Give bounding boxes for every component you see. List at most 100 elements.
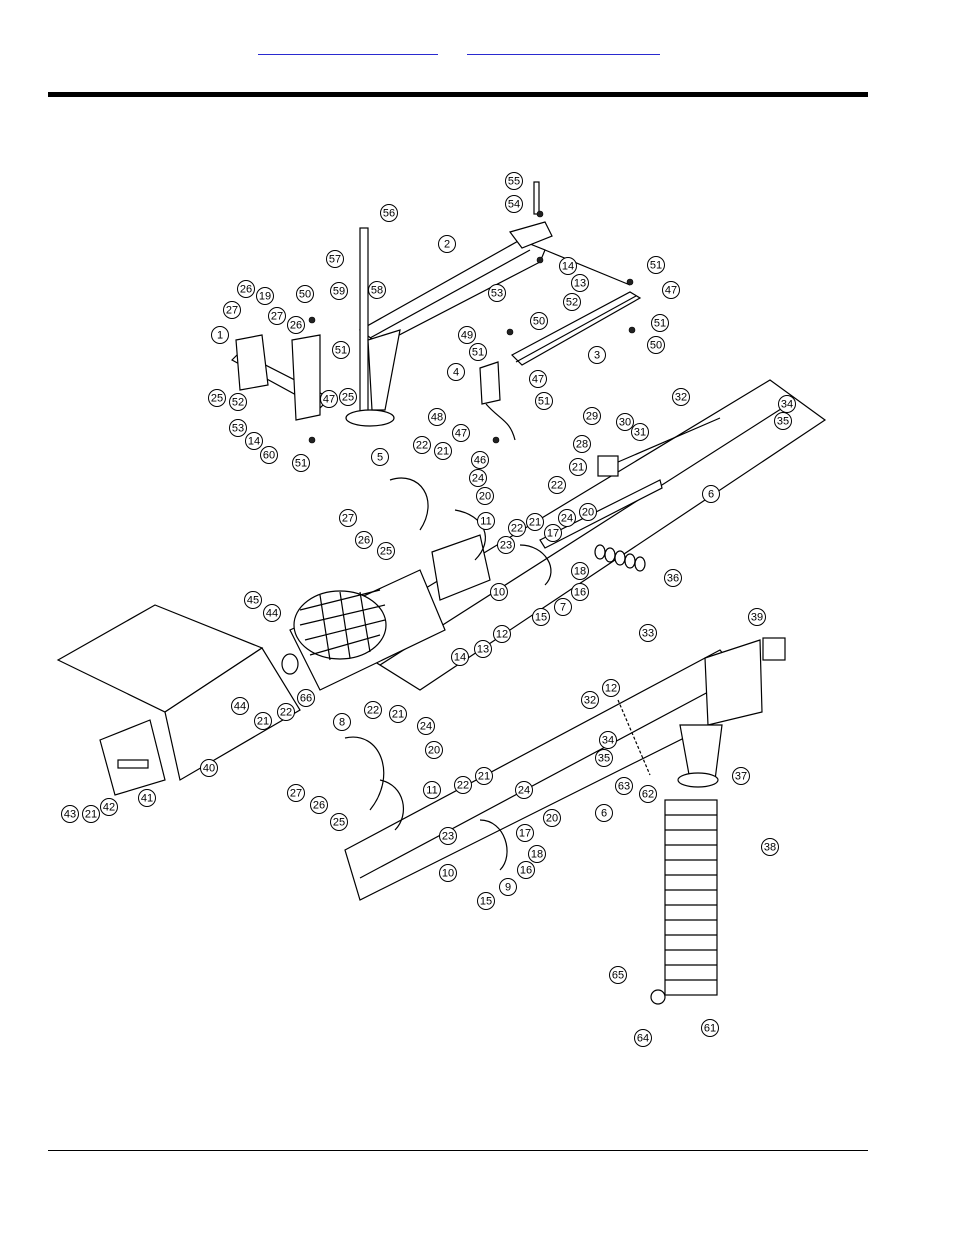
callout-number: 10 — [442, 868, 454, 880]
callout-22: 22 — [548, 476, 566, 494]
callout-38: 38 — [761, 838, 779, 856]
callout-circle — [599, 731, 617, 749]
callout-circle — [662, 281, 680, 299]
callout-25: 25 — [377, 542, 395, 560]
callout-circle — [634, 1029, 652, 1047]
callout-number: 66 — [300, 693, 312, 705]
callout-24: 24 — [558, 509, 576, 527]
callout-6: 6 — [702, 485, 720, 503]
callout-22: 22 — [413, 436, 431, 454]
callout-number: 55 — [508, 176, 520, 188]
callout-21: 21 — [434, 442, 452, 460]
callout-number: 21 — [529, 517, 541, 529]
callout-50: 50 — [530, 312, 548, 330]
callout-circle — [61, 805, 79, 823]
callout-circle — [505, 195, 523, 213]
callout-circle — [569, 458, 587, 476]
callout-number: 11 — [480, 516, 491, 528]
left-upright — [291, 334, 321, 421]
callout-circle — [651, 314, 669, 332]
callout-number: 24 — [472, 473, 484, 485]
callout-circle — [778, 395, 796, 413]
callout-circle — [244, 591, 262, 609]
callout-circle — [245, 432, 263, 450]
callout-circle — [583, 407, 601, 425]
callout-circle — [380, 204, 398, 222]
callout-10: 10 — [490, 583, 508, 601]
callout-circle — [529, 370, 547, 388]
callout-circle — [508, 519, 526, 537]
callout-21: 21 — [526, 513, 544, 531]
bolt-55 — [533, 181, 540, 215]
callout-circle — [452, 424, 470, 442]
clamp-64 — [650, 989, 666, 1005]
callout-28: 28 — [573, 435, 591, 453]
callout-27: 27 — [287, 784, 305, 802]
callout-number: 23 — [442, 831, 454, 843]
nav-link-left[interactable] — [258, 36, 438, 55]
callout-circle — [563, 293, 581, 311]
callout-number: 24 — [561, 513, 573, 525]
callout-circle — [339, 388, 357, 406]
callout-circle — [200, 759, 218, 777]
callout-circle — [548, 476, 566, 494]
callout-60: 60 — [260, 446, 278, 464]
callout-circle — [543, 809, 561, 827]
callout-46: 46 — [471, 451, 489, 469]
callout-11: 11 — [423, 781, 441, 799]
clamp-upper-1 — [389, 477, 429, 531]
callout-circle — [517, 861, 535, 879]
callout-circle — [471, 451, 489, 469]
callout-circle — [579, 503, 597, 521]
callout-42: 42 — [100, 798, 118, 816]
callout-number: 8 — [339, 717, 345, 729]
callout-circle — [355, 531, 373, 549]
callout-circle — [476, 487, 494, 505]
callout-66: 66 — [297, 689, 315, 707]
callout-circle — [647, 336, 665, 354]
callout-9: 9 — [499, 878, 517, 896]
callout-47: 47 — [662, 281, 680, 299]
callout-circle — [438, 235, 456, 253]
callout-58: 58 — [368, 281, 386, 299]
callout-17: 17 — [516, 824, 534, 842]
clamp-lower-8 — [344, 736, 385, 811]
callout-circle — [413, 436, 431, 454]
callout-number: 51 — [538, 396, 550, 408]
callout-22: 22 — [364, 701, 382, 719]
callout-circle — [458, 326, 476, 344]
callout-32: 32 — [581, 691, 599, 709]
callout-circle — [571, 562, 589, 580]
callout-circle — [477, 892, 495, 910]
callout-number: 44 — [234, 701, 246, 713]
callout-number: 17 — [519, 828, 531, 840]
callout-circle — [254, 712, 272, 730]
callout-33: 33 — [639, 624, 657, 642]
callout-22: 22 — [454, 776, 472, 794]
callout-10: 10 — [439, 864, 457, 882]
callout-circle — [497, 536, 515, 554]
callout-44: 44 — [263, 604, 281, 622]
callout-number: 48 — [431, 412, 443, 424]
callout-34: 34 — [599, 731, 617, 749]
callout-51: 51 — [292, 454, 310, 472]
callout-number: 26 — [358, 535, 370, 547]
callout-26: 26 — [287, 316, 305, 334]
callout-21: 21 — [254, 712, 272, 730]
callout-19: 19 — [256, 287, 274, 305]
callout-16: 16 — [571, 583, 589, 601]
nav-link-right[interactable] — [467, 36, 660, 55]
callout-22: 22 — [508, 519, 526, 537]
callout-number: 26 — [313, 800, 325, 812]
callout-39: 39 — [748, 608, 766, 626]
callout-53: 53 — [488, 284, 506, 302]
callout-20: 20 — [425, 741, 443, 759]
callout-number: 9 — [505, 882, 511, 894]
callout-22: 22 — [277, 703, 295, 721]
callout-circle — [268, 307, 286, 325]
callout-27: 27 — [268, 307, 286, 325]
callout-circle — [434, 442, 452, 460]
callout-circle — [332, 341, 350, 359]
callout-49: 49 — [458, 326, 476, 344]
callout-50: 50 — [647, 336, 665, 354]
